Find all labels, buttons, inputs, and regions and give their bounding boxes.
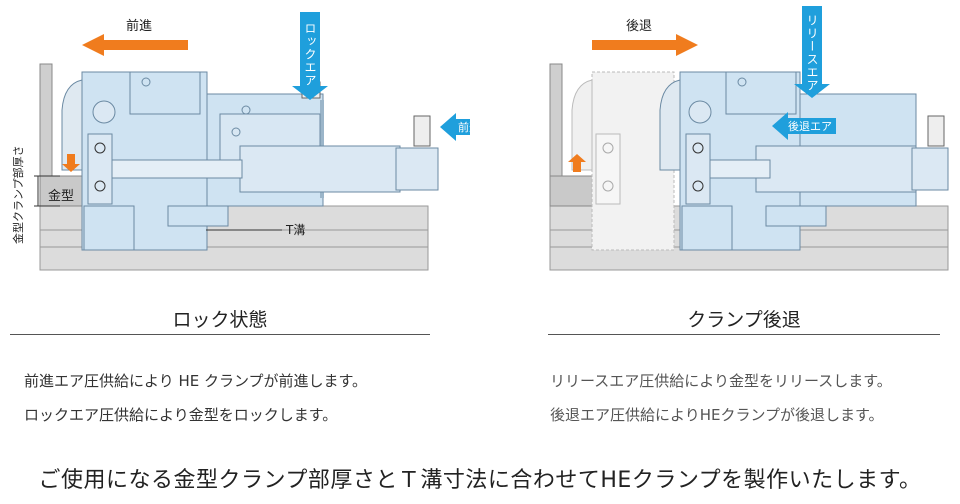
advance-label: 前進 — [126, 18, 152, 34]
thickness-label: 金型クランプ部厚さ — [11, 145, 25, 244]
pivot-circle — [92, 100, 116, 124]
retract-air-arrow-icon — [772, 112, 836, 140]
advance-air-label: 前進エア — [458, 120, 470, 134]
lock-desc-2: ロックエア圧供給により金型をロックします。 — [24, 406, 338, 424]
retract-arrow-icon — [592, 34, 698, 56]
lock-air-label: ロックエア — [303, 22, 317, 87]
clamp-retract-rule — [548, 334, 940, 335]
lock-state-rule — [10, 334, 430, 335]
mold-wall — [549, 63, 563, 181]
lock-state-heading: ロック状態 — [172, 309, 268, 331]
lock-state-diagram: 前進 ロックエア 前進エア 金型クランプ部厚さ 金型 T溝 — [11, 12, 470, 271]
mold-block — [549, 175, 599, 207]
lock-down-arrow-icon — [62, 154, 80, 172]
retract-label: 後退 — [626, 19, 652, 34]
advance-air-arrow-icon — [440, 113, 470, 141]
mold-wall — [39, 63, 53, 181]
release-air-arrow-icon — [794, 6, 830, 98]
retract-desc-2: 後退エア圧供給によりHEクランプが後退します。 — [550, 406, 884, 424]
advance-arrow-icon — [82, 34, 188, 56]
tslot-label: T溝 — [285, 223, 305, 237]
lock-desc-1: 前進エア圧供給により HE クランプが前進します。 — [24, 372, 368, 390]
clamp-retract-heading: クランプ後退 — [687, 309, 801, 331]
lock-air-arrow-icon — [292, 12, 328, 100]
retract-desc-1: リリースエア圧供給により金型をリリースします。 — [550, 372, 892, 390]
footer-note: ご使用になる金型クランプ部厚さとＴ溝寸法に合わせてHEクランプを製作いたします。 — [38, 468, 922, 493]
mold-label: 金型 — [48, 188, 74, 204]
release-air-label: リリースエア — [805, 14, 819, 92]
release-up-arrow-icon — [568, 154, 586, 172]
clamp-retract-diagram: 後退 リリースエア 後退エア — [549, 6, 949, 271]
retract-air-label: 後退エア — [788, 119, 832, 133]
